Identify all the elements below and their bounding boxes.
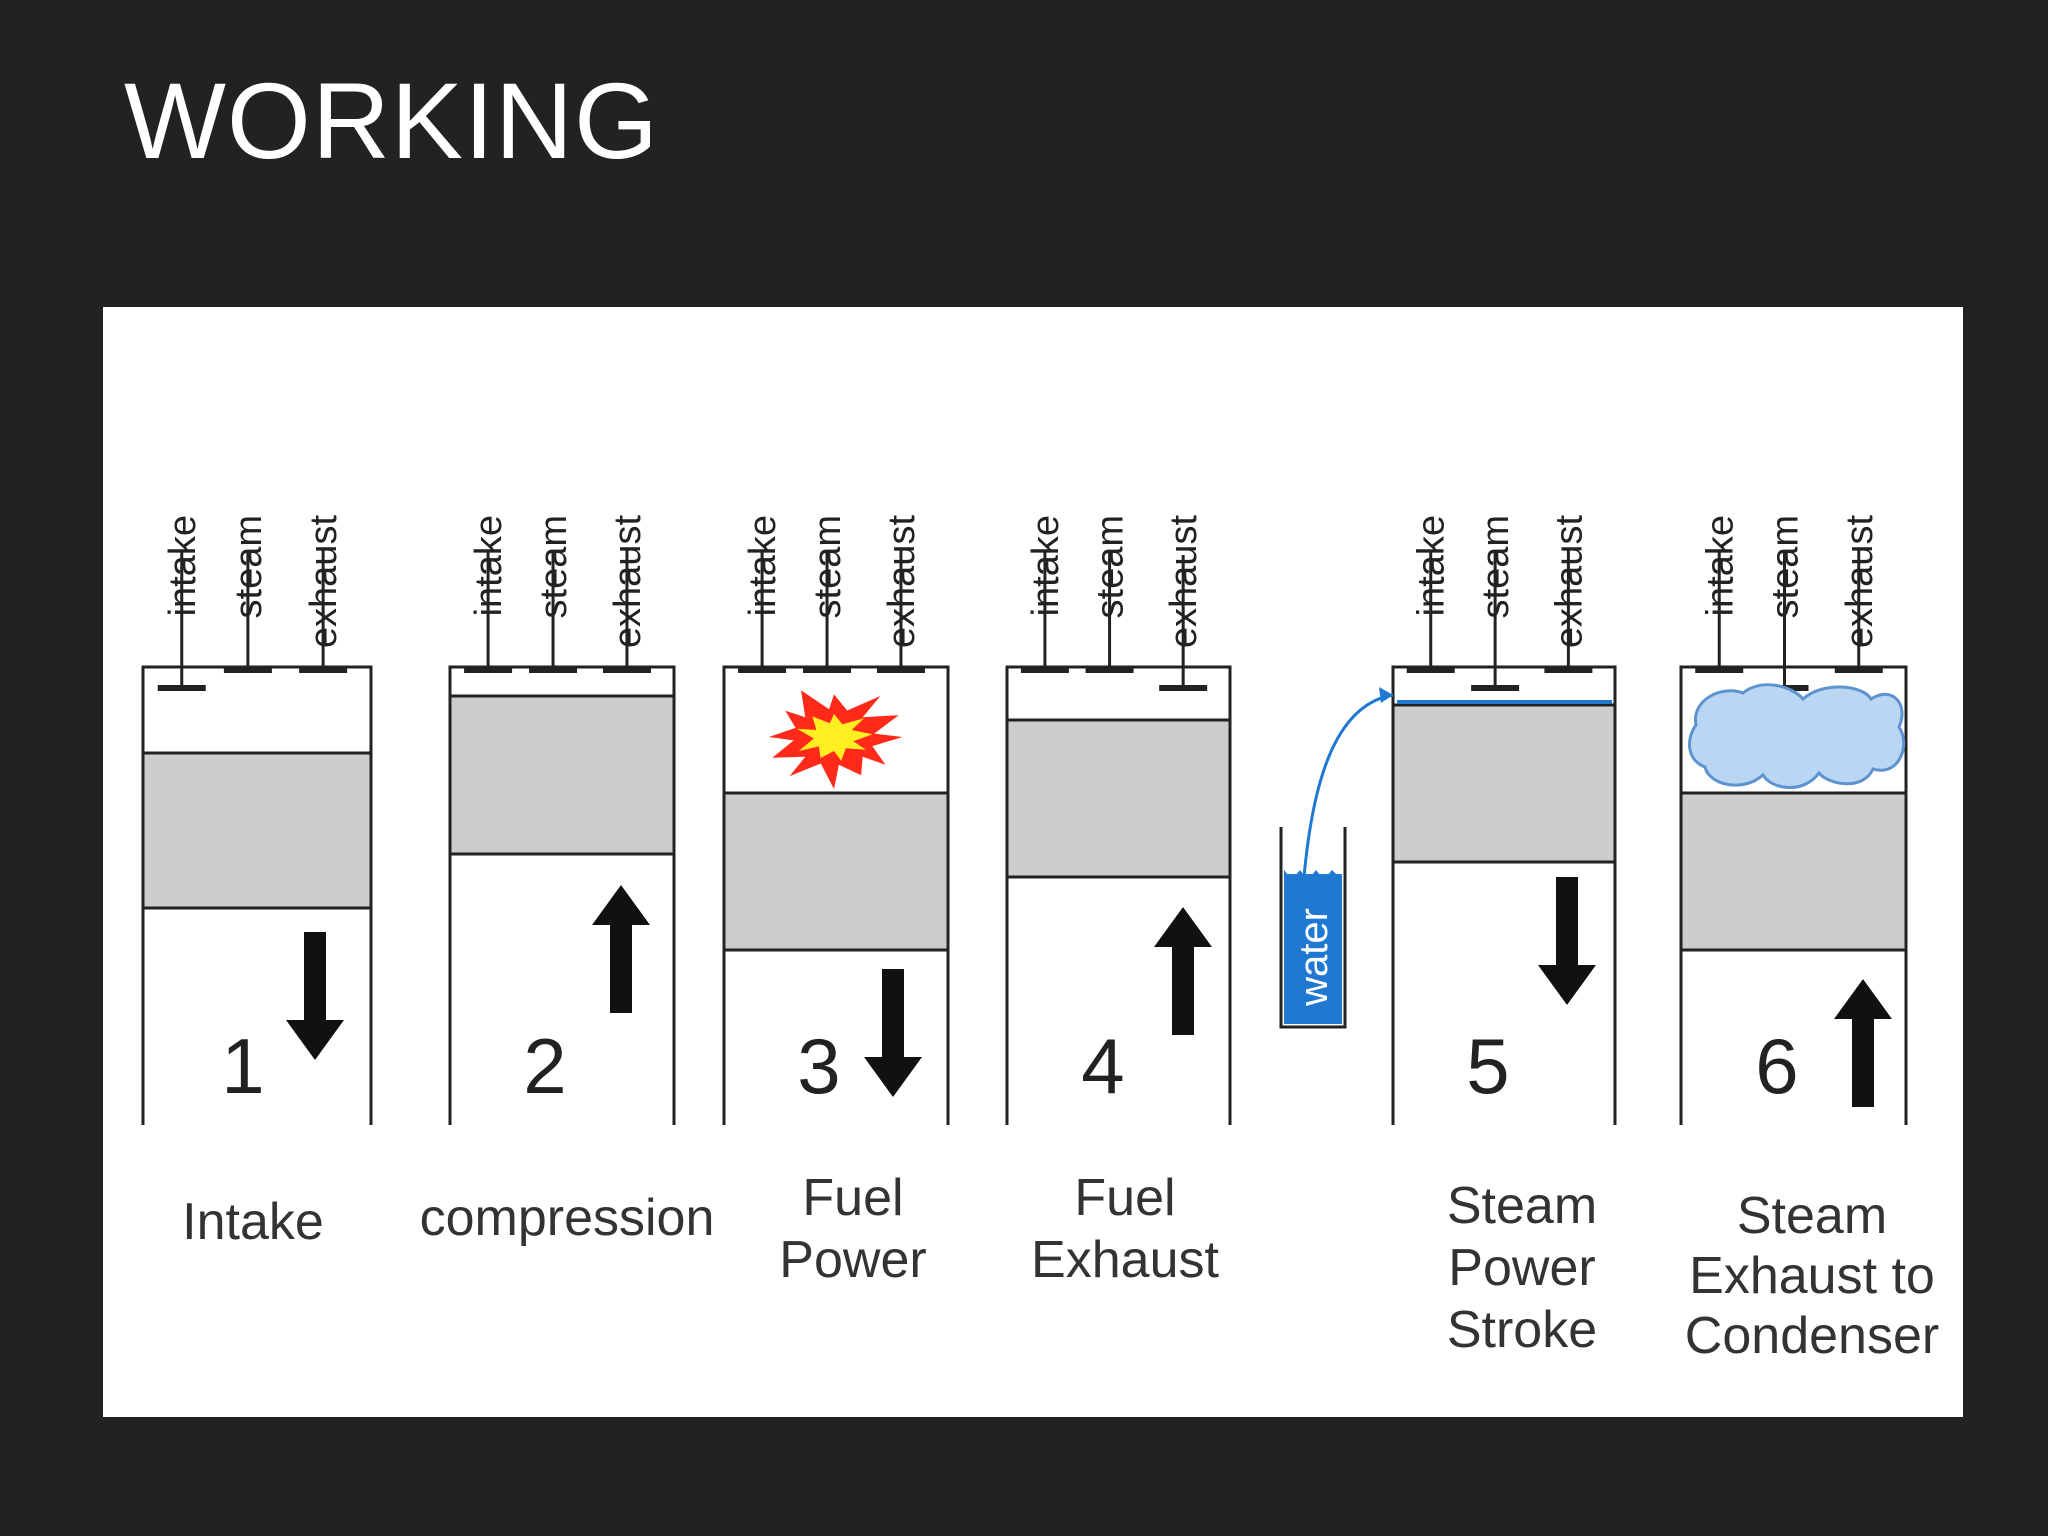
cylinder-wall — [1391, 665, 1617, 1125]
water-label: water — [1292, 908, 1336, 1007]
stroke-caption: Stroke — [1447, 1301, 1597, 1359]
arrow-down-icon — [1538, 877, 1596, 1005]
arrowhead-icon — [1379, 687, 1393, 703]
stroke-caption: Fuel — [802, 1169, 903, 1227]
stroke-caption: Intake — [182, 1193, 324, 1251]
stroke-caption: Power — [779, 1231, 926, 1289]
water-tank-wall — [1279, 827, 1347, 1029]
stroke-caption: Steam — [1737, 1187, 1887, 1245]
piston — [1005, 718, 1232, 879]
water-injection-line — [1301, 693, 1394, 890]
piston — [1391, 703, 1617, 864]
stroke-number: 1 — [221, 1022, 264, 1110]
arrow-up-icon — [1834, 979, 1892, 1107]
steam-cloud-icon — [1688, 683, 1906, 789]
arrow-down-icon — [286, 932, 344, 1060]
stroke-caption: Condenser — [1685, 1307, 1939, 1365]
stroke-caption: Power — [1448, 1239, 1595, 1297]
piston — [722, 791, 950, 952]
piston — [1679, 791, 1908, 952]
stroke-caption: Exhaust — [1031, 1231, 1219, 1289]
piston — [141, 751, 373, 910]
stroke-number: 4 — [1081, 1022, 1124, 1110]
stroke-caption: Fuel — [1074, 1169, 1175, 1227]
piston — [448, 694, 676, 856]
arrow-down-icon — [864, 969, 922, 1097]
arrow-up-icon — [1154, 907, 1212, 1035]
water-surface — [1284, 870, 1342, 880]
cylinder-wall — [1679, 665, 1908, 1125]
slide-title: WORKING — [124, 60, 659, 181]
stroke-caption: compression — [420, 1189, 715, 1247]
stroke-number: 6 — [1755, 1022, 1798, 1110]
stroke-caption: Exhaust to — [1689, 1247, 1935, 1305]
stroke-number: 3 — [797, 1022, 840, 1110]
stroke-caption: Steam — [1447, 1177, 1597, 1235]
arrow-up-icon — [592, 885, 650, 1013]
stroke-number: 2 — [523, 1022, 566, 1110]
stroke-number: 5 — [1466, 1022, 1509, 1110]
flame-core-icon — [797, 714, 873, 761]
water-tank-fill — [1284, 874, 1342, 1024]
